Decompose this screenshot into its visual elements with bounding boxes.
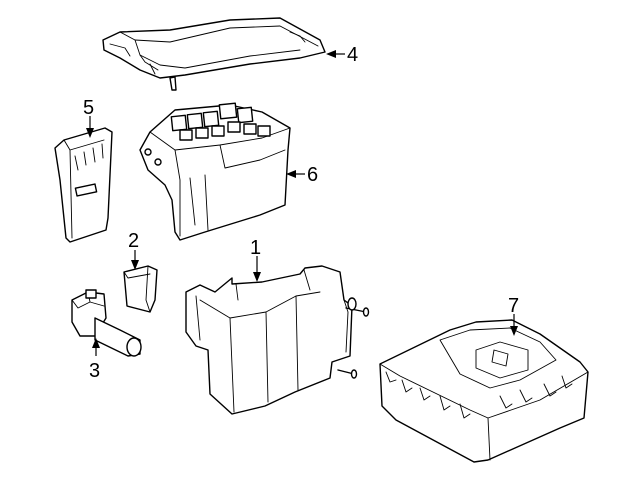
leader-2 [131,250,139,270]
leader-6 [286,170,305,178]
callout-3: 3 [89,360,100,382]
part-4-cover [102,17,326,91]
part-6-module [139,102,291,241]
part-3-connector [71,289,142,357]
callout-2: 2 [128,230,139,252]
callout-6: 6 [307,164,318,186]
leader-7 [510,314,518,336]
leader-4 [326,50,345,58]
leader-5 [86,116,94,138]
part-1-housing [185,265,370,415]
leader-1 [253,256,261,282]
callout-1: 1 [250,237,261,259]
part-5-bracket [54,127,113,243]
part-7-box [379,319,589,463]
callout-4: 4 [347,44,358,66]
part-2-clip [123,265,158,313]
callout-5: 5 [83,97,94,119]
callout-7: 7 [508,295,519,317]
leader-3 [92,338,100,356]
